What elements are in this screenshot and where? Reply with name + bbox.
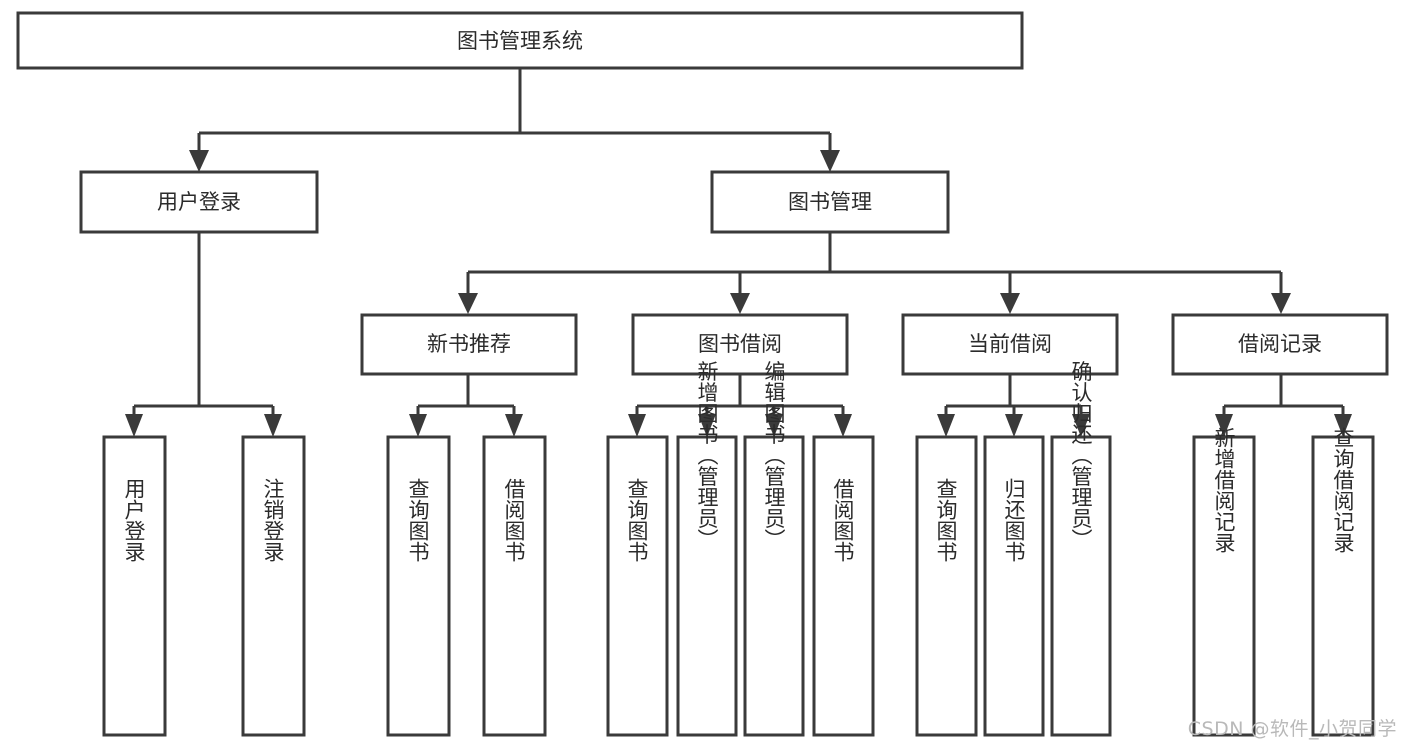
- arrow-current-borrow: [1000, 293, 1020, 314]
- node-leaf-confirm-return-box[interactable]: [1050, 435, 1112, 737]
- arrow-book-borrow: [730, 293, 750, 314]
- arrow-leaf-edit-book: [765, 414, 783, 437]
- node-leaf-query-book-2-box[interactable]: [606, 435, 669, 737]
- node-new-book-rec-label: 新书推荐: [427, 332, 511, 356]
- node-leaf-query-book-3[interactable]: 查询图书: [915, 435, 978, 737]
- node-leaf-query-record[interactable]: 查询借阅记录: [1311, 427, 1375, 737]
- node-leaf-user-login-label: 用户登录: [122, 478, 146, 562]
- node-new-book-rec[interactable]: 新书推荐: [360, 313, 578, 376]
- node-leaf-add-record-label: 新增借阅记录: [1212, 427, 1236, 553]
- node-leaf-add-record[interactable]: 新增借阅记录: [1192, 427, 1256, 737]
- arrow-leaf-borrow-book-1: [505, 414, 523, 437]
- node-leaf-borrow-book-2[interactable]: 借阅图书: [812, 435, 875, 737]
- arrow-leaf-query-book-2: [628, 414, 646, 437]
- node-user-login-box[interactable]: [79, 170, 319, 234]
- node-leaf-query-book-3-box[interactable]: [915, 435, 978, 737]
- node-leaf-add-record-box[interactable]: [1192, 435, 1256, 737]
- arrow-leaf-add-record: [1215, 414, 1233, 437]
- node-root[interactable]: 图书管理系统: [16, 11, 1024, 70]
- arrow-leaf-confirm-return: [1072, 414, 1090, 437]
- node-book-borrow-box[interactable]: [631, 313, 849, 376]
- node-book-borrow[interactable]: 图书借阅: [631, 313, 849, 376]
- node-leaf-return-book[interactable]: 归还图书: [983, 435, 1045, 737]
- node-current-borrow-label: 当前借阅: [968, 332, 1052, 356]
- node-current-borrow-box[interactable]: [901, 313, 1119, 376]
- arrow-leaf-borrow-book-2: [834, 414, 852, 437]
- node-leaf-borrow-book-1-box[interactable]: [482, 435, 547, 737]
- node-current-borrow[interactable]: 当前借阅: [901, 313, 1119, 376]
- node-leaf-query-book-1-box[interactable]: [386, 435, 451, 737]
- arrow-borrow-record: [1271, 293, 1291, 314]
- node-leaf-query-record-box[interactable]: [1311, 435, 1375, 737]
- node-leaf-borrow-book-1[interactable]: 借阅图书: [482, 435, 547, 737]
- node-leaf-add-book-label: 新增图书（管理员）: [695, 361, 719, 550]
- node-book-manage-label: 图书管理: [788, 190, 872, 214]
- node-root-label: 图书管理系统: [457, 29, 583, 53]
- node-leaf-confirm-return[interactable]: 确认归还（管理员）: [1050, 361, 1112, 737]
- node-borrow-record-box[interactable]: [1171, 313, 1389, 376]
- node-user-login-label: 用户登录: [157, 190, 241, 214]
- node-book-manage[interactable]: 图书管理: [710, 170, 950, 234]
- node-leaf-confirm-return-label: 确认归还（管理员）: [1069, 361, 1093, 550]
- node-leaf-query-book-2[interactable]: 查询图书: [606, 435, 669, 737]
- arrow-leaf-logout: [264, 414, 282, 437]
- node-leaf-user-login[interactable]: 用户登录: [102, 435, 167, 737]
- node-leaf-borrow-book-2-label: 借阅图书: [831, 478, 855, 562]
- node-leaf-borrow-book-1-label: 借阅图书: [502, 478, 526, 562]
- arrow-leaf-add-book: [698, 414, 716, 437]
- node-leaf-logout[interactable]: 注销登录: [241, 435, 306, 737]
- arrow-book-manage: [820, 150, 840, 172]
- node-new-book-rec-box[interactable]: [360, 313, 578, 376]
- node-leaf-edit-book[interactable]: 编辑图书（管理员）: [743, 361, 805, 737]
- node-root-box[interactable]: [16, 11, 1024, 70]
- arrow-user-login: [189, 150, 209, 172]
- node-leaf-add-book[interactable]: 新增图书（管理员）: [676, 361, 738, 737]
- node-leaf-query-book-1[interactable]: 查询图书: [386, 435, 451, 737]
- node-leaf-edit-book-label: 编辑图书（管理员）: [762, 361, 786, 550]
- node-book-borrow-label: 图书借阅: [698, 332, 782, 356]
- node-leaf-query-record-label: 查询借阅记录: [1331, 427, 1355, 553]
- node-book-manage-box[interactable]: [710, 170, 950, 234]
- node-leaf-add-book-box[interactable]: [676, 435, 738, 737]
- arrow-leaf-query-book-1: [409, 414, 427, 437]
- node-leaf-logout-label: 注销登录: [261, 478, 285, 562]
- node-leaf-return-book-label: 归还图书: [1002, 478, 1026, 562]
- arrow-new-book-rec: [458, 293, 478, 314]
- node-leaf-query-book-2-label: 查询图书: [625, 478, 649, 562]
- arrow-leaf-query-book-3: [937, 414, 955, 437]
- arrow-leaf-return-book: [1005, 414, 1023, 437]
- node-borrow-record[interactable]: 借阅记录: [1171, 313, 1389, 376]
- connector-layer: [125, 68, 1352, 437]
- arrow-leaf-query-record: [1334, 414, 1352, 437]
- node-leaf-query-book-3-label: 查询图书: [934, 478, 958, 562]
- node-leaf-query-book-1-label: 查询图书: [406, 478, 430, 562]
- node-leaf-logout-box[interactable]: [241, 435, 306, 737]
- arrow-leaf-user-login: [125, 414, 143, 437]
- node-leaf-edit-book-box[interactable]: [743, 435, 805, 737]
- node-leaf-user-login-box[interactable]: [102, 435, 167, 737]
- node-user-login[interactable]: 用户登录: [79, 170, 319, 234]
- node-leaf-return-book-box[interactable]: [983, 435, 1045, 737]
- node-leaf-borrow-book-2-box[interactable]: [812, 435, 875, 737]
- node-borrow-record-label: 借阅记录: [1238, 332, 1322, 356]
